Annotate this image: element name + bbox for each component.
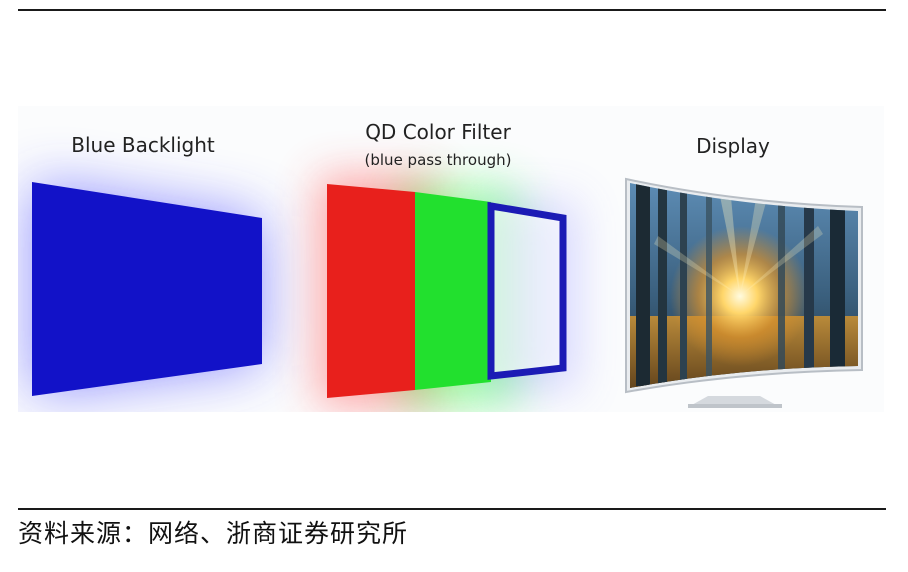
blue-pass-through-frame bbox=[487, 201, 567, 380]
green-filter-panel bbox=[415, 192, 491, 390]
qd-filter-label: QD Color Filter bbox=[365, 120, 511, 144]
display-label: Display bbox=[696, 134, 770, 158]
qd-color-filter bbox=[318, 176, 578, 406]
red-filter-panel bbox=[327, 184, 415, 398]
top-rule bbox=[18, 9, 886, 11]
curved-tv-display bbox=[625, 177, 863, 408]
tv-stand-base bbox=[688, 404, 782, 408]
blue-filter-interior bbox=[491, 206, 563, 376]
bottom-rule bbox=[18, 508, 886, 510]
diagram-canvas bbox=[32, 176, 863, 408]
qd-filter-sublabel: (blue pass through) bbox=[364, 151, 512, 169]
blue-backlight bbox=[32, 182, 262, 396]
tv-stand bbox=[690, 396, 778, 406]
backlight-panel bbox=[32, 182, 262, 396]
source-note: 资料来源：网络、浙商证券研究所 bbox=[18, 519, 409, 548]
tv-screen bbox=[630, 183, 858, 388]
qd-diagram-figure: Blue Backlight QD Color Filter (blue pas… bbox=[18, 106, 884, 412]
blue-backlight-label: Blue Backlight bbox=[71, 133, 215, 157]
